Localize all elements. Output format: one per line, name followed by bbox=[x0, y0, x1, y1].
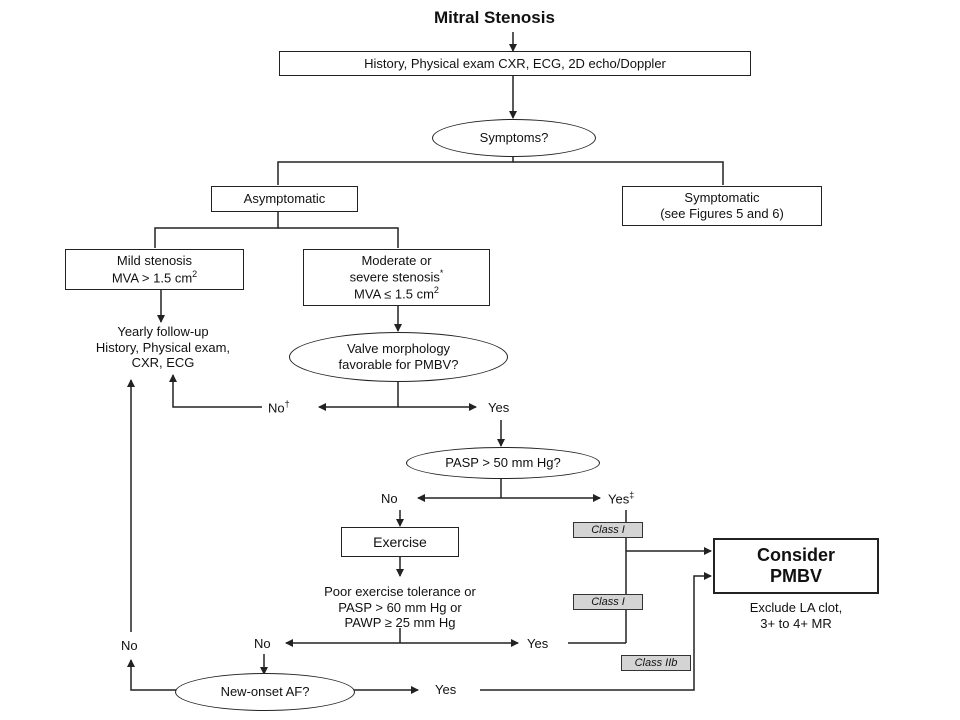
mild-line1: Mild stenosis bbox=[116, 253, 193, 269]
yes-valve-label: Yes bbox=[488, 400, 510, 415]
yearly-line2: History, Physical exam, bbox=[95, 339, 231, 355]
criteria-line2: PASP > 60 mm Hg or bbox=[338, 599, 462, 615]
connector-asym-split bbox=[154, 211, 279, 248]
symptoms-question: Symptoms? bbox=[432, 119, 596, 157]
exclude-note: Exclude LA clot, 3+ to 4+ MR bbox=[716, 600, 876, 631]
dagger-mark: † bbox=[284, 399, 290, 409]
exclude-line2: 3+ to 4+ MR bbox=[760, 615, 832, 631]
moderate-stenosis-box: Moderate or severe stenosis* MVA ≤ 1.5 c… bbox=[303, 249, 490, 306]
moderate-asterisk: * bbox=[439, 268, 444, 279]
diagram-title: Mitral Stenosis bbox=[434, 8, 555, 27]
criteria-line1: Poor exercise tolerance or bbox=[324, 584, 476, 599]
exercise-box: Exercise bbox=[341, 527, 459, 557]
yes-af-label: Yes bbox=[435, 682, 457, 697]
connector-symptoms-right bbox=[513, 161, 724, 185]
mild-superscript: 2 bbox=[192, 268, 198, 279]
moderate-superscript: 2 bbox=[433, 285, 439, 296]
no-dagger-text: No bbox=[268, 400, 285, 416]
exclude-line1: Exclude LA clot, bbox=[749, 600, 843, 615]
consider-line2: PMBV bbox=[769, 566, 822, 586]
moderate-line2: severe stenosis bbox=[349, 269, 440, 285]
yearly-line1: Yearly follow-up bbox=[117, 324, 209, 339]
symptoms-text: Symptoms? bbox=[479, 130, 549, 146]
mild-stenosis-box: Mild stenosis MVA > 1.5 cm2 bbox=[65, 249, 244, 290]
class-i-badge-top: Class I bbox=[573, 522, 643, 538]
symptomatic-line1: Symptomatic bbox=[684, 190, 760, 206]
pasp-text: PASP > 50 mm Hg? bbox=[445, 455, 561, 471]
connector-asym-right bbox=[278, 227, 399, 248]
symptomatic-box: Symptomatic (see Figures 5 and 6) bbox=[622, 186, 822, 226]
exercise-text: Exercise bbox=[373, 533, 427, 550]
yes-exercise-label: Yes bbox=[527, 636, 549, 651]
class-i-badge-mid: Class I bbox=[573, 594, 643, 610]
symptomatic-line2: (see Figures 5 and 6) bbox=[660, 206, 784, 221]
history-box: History, Physical exam CXR, ECG, 2D echo… bbox=[279, 51, 751, 76]
arrow-af-to-left-no bbox=[127, 659, 176, 691]
no-left-label: No bbox=[121, 638, 138, 653]
af-text: New-onset AF? bbox=[220, 684, 310, 700]
class-iib-badge: Class IIb bbox=[621, 655, 691, 671]
criteria-line3: PAWP ≥ 25 mm Hg bbox=[344, 615, 456, 631]
no-exercise-label: No bbox=[254, 636, 271, 651]
valve-morphology-question: Valve morphology favorable for PMBV? bbox=[289, 332, 508, 382]
valve-line2: favorable for PMBV? bbox=[338, 357, 459, 372]
moderate-line1: Moderate or bbox=[361, 252, 432, 268]
no-pasp-label: No bbox=[381, 491, 398, 506]
arrow-af-yes-consider bbox=[480, 572, 712, 691]
moderate-line3: MVA ≤ 1.5 cm bbox=[354, 286, 434, 302]
yes-pasp-text: Yes bbox=[608, 491, 630, 507]
no-dagger-label: No† bbox=[268, 399, 290, 416]
consider-pmbv-box: Consider PMBV bbox=[713, 538, 879, 594]
mild-line2: MVA > 1.5 cm bbox=[111, 270, 193, 286]
exercise-criteria: Poor exercise tolerance or PASP > 60 mm … bbox=[280, 584, 520, 631]
valve-line1: Valve morphology bbox=[346, 341, 451, 357]
history-text: History, Physical exam CXR, ECG, 2D echo… bbox=[364, 55, 666, 71]
double-dagger-mark: ‡ bbox=[629, 490, 635, 500]
asymptomatic-text: Asymptomatic bbox=[243, 191, 326, 207]
consider-line1: Consider bbox=[756, 545, 835, 566]
pasp-question: PASP > 50 mm Hg? bbox=[406, 447, 600, 479]
connector-symptoms-split bbox=[277, 155, 514, 185]
yes-pasp-label: Yes‡ bbox=[608, 490, 634, 507]
new-onset-af-question: New-onset AF? bbox=[175, 673, 355, 711]
yearly-line3: CXR, ECG bbox=[131, 355, 195, 371]
yearly-followup: Yearly follow-up History, Physical exam,… bbox=[63, 324, 263, 371]
asymptomatic-box: Asymptomatic bbox=[211, 186, 358, 212]
arrow-no-to-yearly bbox=[169, 374, 262, 408]
